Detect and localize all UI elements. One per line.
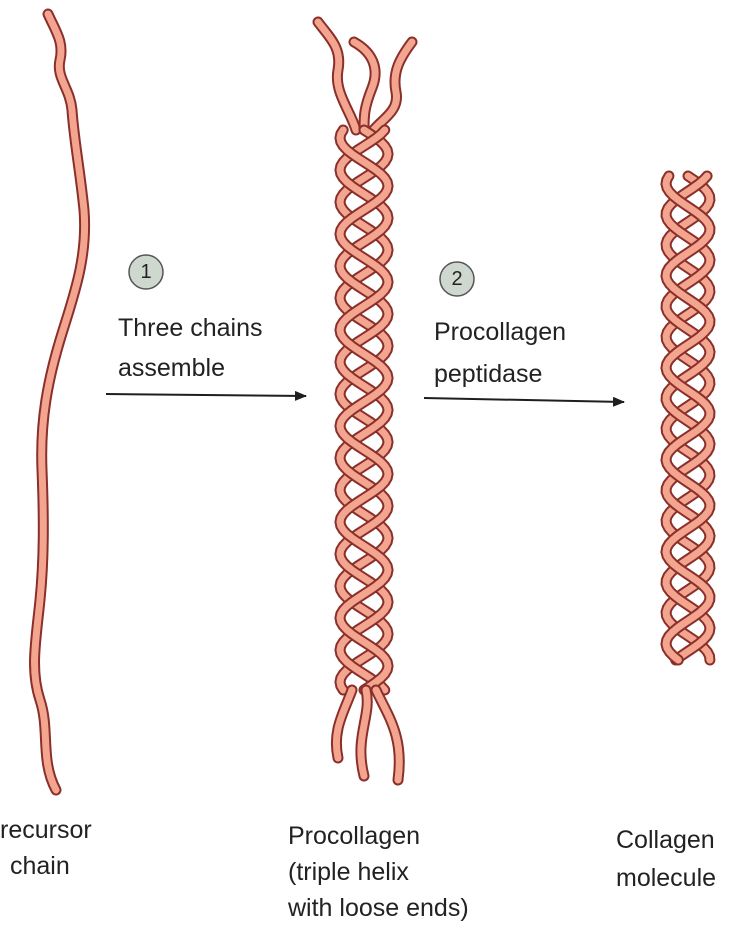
collagen-caption-line2: molecule [616, 864, 716, 892]
collagen-caption: Collagen molecule [616, 826, 716, 892]
procollagen-loose-ends-top [318, 22, 412, 132]
step-2: 2 Procollagen peptidase [424, 262, 624, 402]
procollagen-caption-line1: Procollagen [288, 822, 420, 850]
step-2-label-line1: Procollagen [434, 318, 566, 346]
precursor-chain [35, 14, 85, 790]
step-2-arrow [424, 398, 624, 402]
step-2-label-line2: peptidase [434, 360, 542, 388]
procollagen-caption-line2: (triple helix [288, 858, 409, 886]
step-1: 1 Three chains assemble [106, 255, 306, 396]
step-1-arrow [106, 394, 306, 396]
precursor-caption-line1: recursor [0, 816, 92, 844]
procollagen-caption: Procollagen (triple helix with loose end… [287, 822, 469, 922]
step-1-label-line2: assemble [118, 354, 225, 382]
step-1-number: 1 [140, 261, 151, 283]
collagen-caption-line1: Collagen [616, 826, 715, 854]
step-1-label-line1: Three chains [118, 314, 263, 342]
procollagen-caption-line3: with loose ends) [287, 894, 469, 922]
procollagen-loose-ends-bottom [336, 690, 399, 780]
collagen-molecule-helix [666, 176, 710, 660]
precursor-caption-line2: chain [10, 852, 70, 880]
precursor-caption: recursor chain [0, 816, 92, 880]
step-2-number: 2 [451, 268, 462, 290]
procollagen-triple-helix [340, 130, 388, 690]
